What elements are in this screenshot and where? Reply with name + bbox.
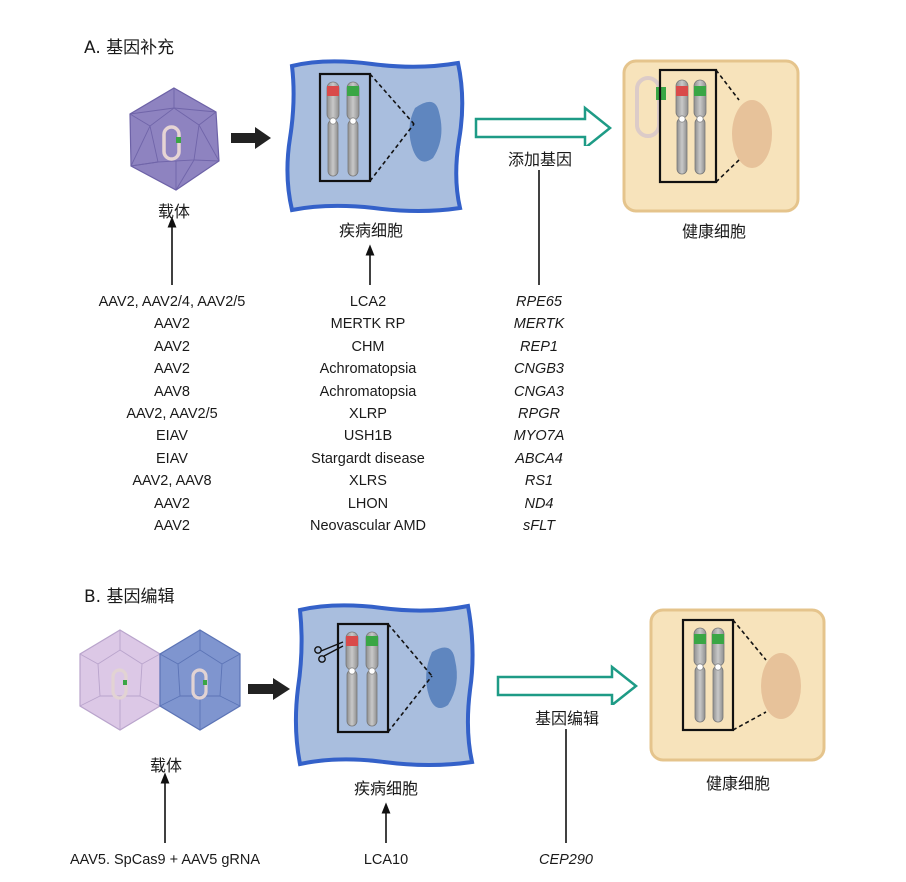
table-cell: USH1B (343, 428, 393, 445)
healthy-label-a: 健康细胞 (681, 222, 746, 241)
table-cell: AAV2 (153, 361, 190, 378)
table-cell: EIAV (156, 428, 188, 445)
table-cell: AAV2 (153, 316, 190, 333)
vector-label-b: 载体 (149, 756, 182, 775)
process-label-a: 添加基因 (460, 146, 620, 170)
table-cell: RPGR (518, 405, 560, 422)
table-cell: AAV8 (153, 383, 190, 400)
table-cell: XLRP (349, 405, 387, 422)
healthy-cell-a (622, 59, 800, 213)
table-cell: LCA2 (349, 294, 387, 310)
vector-text-b: AAV5. SpCas9 + AAV5 gRNA (69, 852, 261, 868)
arrow-gene-edit (496, 664, 639, 708)
arrow-to-diseased-b (248, 678, 290, 700)
table-cell: AAV2, AAV2/5 (126, 405, 218, 422)
process-label-b: 基因编辑 (487, 705, 647, 729)
table-cell: Neovascular AMD (309, 517, 427, 534)
table-cell: MERTK RP (330, 316, 406, 333)
arrow-add-gene (474, 105, 613, 151)
gene-column: RPE65 MERTK REP1 CNGB3 CNGA3 RPGR MYO7A … (484, 291, 594, 537)
diseased-cell-a (285, 59, 465, 213)
table-cell: AAV2 (153, 517, 190, 534)
table-cell: AAV2, AAV2/4, AAV2/5 (98, 294, 246, 310)
vector-label-a: 载体 (157, 202, 190, 221)
table-cell: AAV2 (153, 495, 190, 512)
diseased-cell-b (293, 603, 475, 767)
table-cell: Achromatopsia (319, 361, 417, 378)
table-cell: REP1 (520, 338, 558, 355)
table-cell: CHM (351, 338, 385, 355)
table-cell: LHON (347, 495, 389, 512)
diseased-label-a: 疾病细胞 (338, 221, 403, 240)
table-cell: CNGB3 (514, 361, 564, 378)
table-cell: Stargardt disease (311, 450, 425, 467)
table-cell: EIAV (156, 450, 188, 467)
table-cell: RS1 (524, 473, 554, 490)
disease-column: LCA2 MERTK RP CHM Achromatopsia Achromat… (283, 291, 453, 537)
healthy-label-b: 健康细胞 (705, 774, 770, 793)
arrow-to-diseased-a (231, 127, 271, 149)
table-cell: MERTK (513, 316, 565, 333)
table-cell: ABCA4 (515, 450, 563, 467)
capsid-b-light (79, 629, 161, 731)
section-a-title: A. 基因补充 (84, 38, 175, 58)
table-cell: AAV2, AAV8 (132, 473, 212, 490)
table-cell: XLRS (349, 473, 387, 490)
table-cell: MYO7A (513, 428, 565, 445)
table-cell: sFLT (523, 517, 555, 534)
table-cell: AAV2 (153, 338, 190, 355)
section-b-title: B. 基因编辑 (84, 587, 175, 607)
capsid-a (129, 87, 220, 191)
table-cell: RPE65 (516, 294, 562, 310)
table-cell: CNGA3 (514, 383, 564, 400)
gene-text-b: CEP290 (538, 852, 593, 868)
table-cell: ND4 (524, 495, 554, 512)
diseased-label-b: 疾病细胞 (353, 779, 418, 798)
scissors-icon (314, 641, 344, 663)
capsid-b-blue (159, 629, 241, 731)
table-cell: Achromatopsia (319, 383, 417, 400)
healthy-cell-b (649, 608, 826, 762)
disease-text-b: LCA10 (363, 852, 409, 868)
vector-column: AAV2, AAV2/4, AAV2/5 AAV2 AAV2 AAV2 AAV8… (62, 291, 282, 537)
